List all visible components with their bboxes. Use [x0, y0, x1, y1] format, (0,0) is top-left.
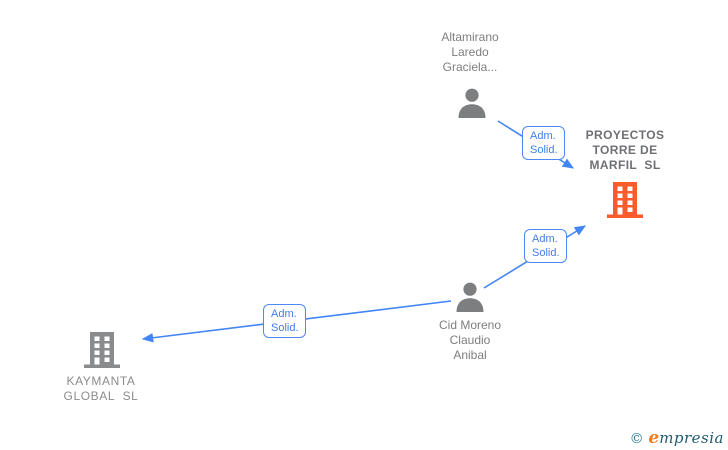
- person1-name[interactable]: Altamirano Laredo Graciela...: [441, 30, 499, 74]
- person2-icon[interactable]: [454, 282, 486, 312]
- copyright-icon: ©: [629, 431, 644, 447]
- person2-name[interactable]: Cid Moreno Claudio Anibal: [438, 318, 502, 362]
- company2-building-icon[interactable]: [83, 332, 121, 368]
- edge-label-person1-company1: Adm. Solid.: [522, 126, 565, 160]
- person1-icon[interactable]: [456, 88, 488, 118]
- company1-name[interactable]: PROYECTOS TORRE DE MARFIL SL: [585, 128, 665, 172]
- company2-name[interactable]: KAYMANTA GLOBAL SL: [63, 374, 139, 403]
- brand-name: mpresia: [659, 429, 724, 447]
- empresia-logo: © empresia: [630, 428, 724, 448]
- company1-building-icon[interactable]: [606, 182, 644, 218]
- edge-label-person2-company2: Adm. Solid.: [263, 304, 306, 338]
- brand-initial: e: [648, 428, 660, 448]
- edge-label-person2-company1: Adm. Solid.: [524, 229, 567, 263]
